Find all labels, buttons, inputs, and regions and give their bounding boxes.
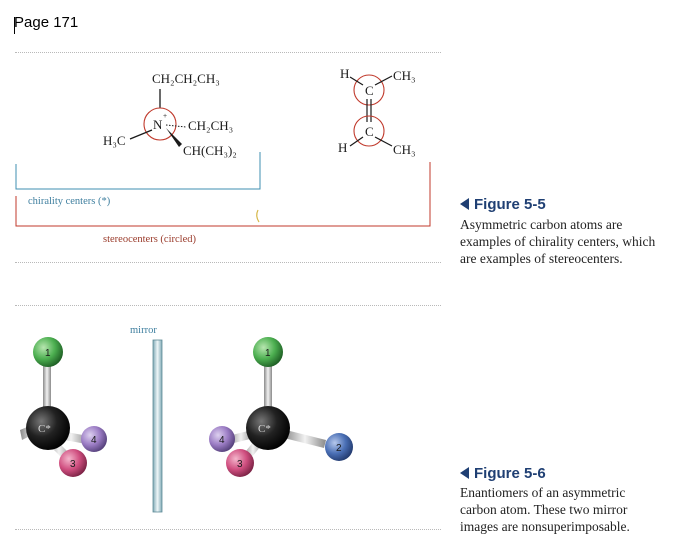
bond (349, 136, 364, 147)
figure-5-6-caption: Enantiomers of an asymmetric carbon atom… (460, 484, 630, 535)
bond (374, 136, 393, 147)
mirror (152, 339, 163, 513)
triangle-left-icon (460, 467, 469, 479)
stereocenter-circle (353, 74, 385, 106)
atom-number: 4 (91, 435, 97, 446)
stereocenters-label: stereocenters (circled) (103, 234, 196, 245)
stereocenter-circle (143, 107, 177, 141)
alkene-carbon-bottom: C (365, 124, 374, 139)
stereocenter-bracket (15, 162, 431, 227)
bond (129, 129, 153, 140)
n-substituent-propyl: CH₂CH₂CH₃ (152, 71, 220, 86)
atom-number: 2 (336, 443, 342, 454)
carbon-sphere (246, 406, 290, 450)
bond (349, 76, 364, 86)
stereocenter-circle (353, 115, 385, 147)
n-substituent-methyl: H₃C (103, 133, 126, 148)
figure-5-5-caption: Asymmetric carbon atoms are examples of … (460, 216, 655, 267)
alkene-ch3-top: CH₃ (393, 68, 416, 83)
alkene-carbon-top: C (365, 83, 374, 98)
caption-line: images are nonsuperimposable. (460, 519, 630, 534)
hashed-bond (165, 124, 187, 128)
divider (15, 262, 441, 263)
bond-rod (43, 365, 51, 410)
caption-line: Enantiomers of an asymmetric (460, 485, 626, 500)
atom-sphere-green (33, 337, 63, 367)
mirror-label: mirror (130, 325, 157, 336)
carbon-label: C* (38, 423, 51, 435)
bond-rod (284, 430, 326, 448)
highlight-mark (256, 209, 260, 223)
atom-number: 1 (265, 348, 271, 359)
atom-sphere-blue (325, 433, 353, 461)
atom-sphere-violet (81, 426, 107, 452)
page-label: Page 171 (14, 14, 79, 31)
text-cursor (14, 17, 15, 34)
atom-sphere-green (253, 337, 283, 367)
figure-title-text: Figure 5-6 (474, 465, 546, 482)
triangle-left-icon (460, 198, 469, 210)
divider (15, 52, 441, 53)
carbon-sphere (26, 406, 70, 450)
atom-number: 3 (70, 459, 76, 470)
alkene-h-top: H (340, 66, 349, 81)
n-substituent-ethyl: CH₂CH₃ (188, 118, 233, 133)
atom-sphere-pink (59, 449, 87, 477)
caption-line: are examples of stereocenters. (460, 251, 623, 266)
caption-line: examples of chirality centers, which (460, 234, 656, 249)
carbon-label: C* (258, 423, 271, 435)
bond (374, 75, 393, 86)
charge-plus: + (163, 113, 167, 120)
bond-rod (264, 365, 272, 410)
caption-line: carbon atom. These two mirror (460, 502, 628, 517)
atom-sphere-pink (226, 449, 254, 477)
divider (15, 305, 441, 306)
atom-sphere-violet (209, 426, 235, 452)
nitrogen-atom: N (153, 117, 163, 132)
figure-5-6-title: Figure 5-6 (460, 465, 546, 482)
alkene-h-bottom: H (338, 140, 347, 155)
wedge-bond (166, 128, 182, 147)
figure-title-text: Figure 5-5 (474, 196, 546, 213)
n-substituent-isopropyl: CH(CH₃)₂ (183, 143, 237, 158)
caption-line: Asymmetric carbon atoms are (460, 217, 623, 232)
atom-number: 3 (237, 459, 243, 470)
atom-number: 4 (219, 435, 225, 446)
figure-5-5-title: Figure 5-5 (460, 196, 546, 213)
chirality-bracket (15, 152, 261, 190)
alkene-ch3-bottom: CH₃ (393, 142, 416, 157)
divider (15, 529, 441, 530)
chirality-centers-label: chirality centers (*) (28, 196, 111, 207)
atom-number: 1 (45, 348, 51, 359)
